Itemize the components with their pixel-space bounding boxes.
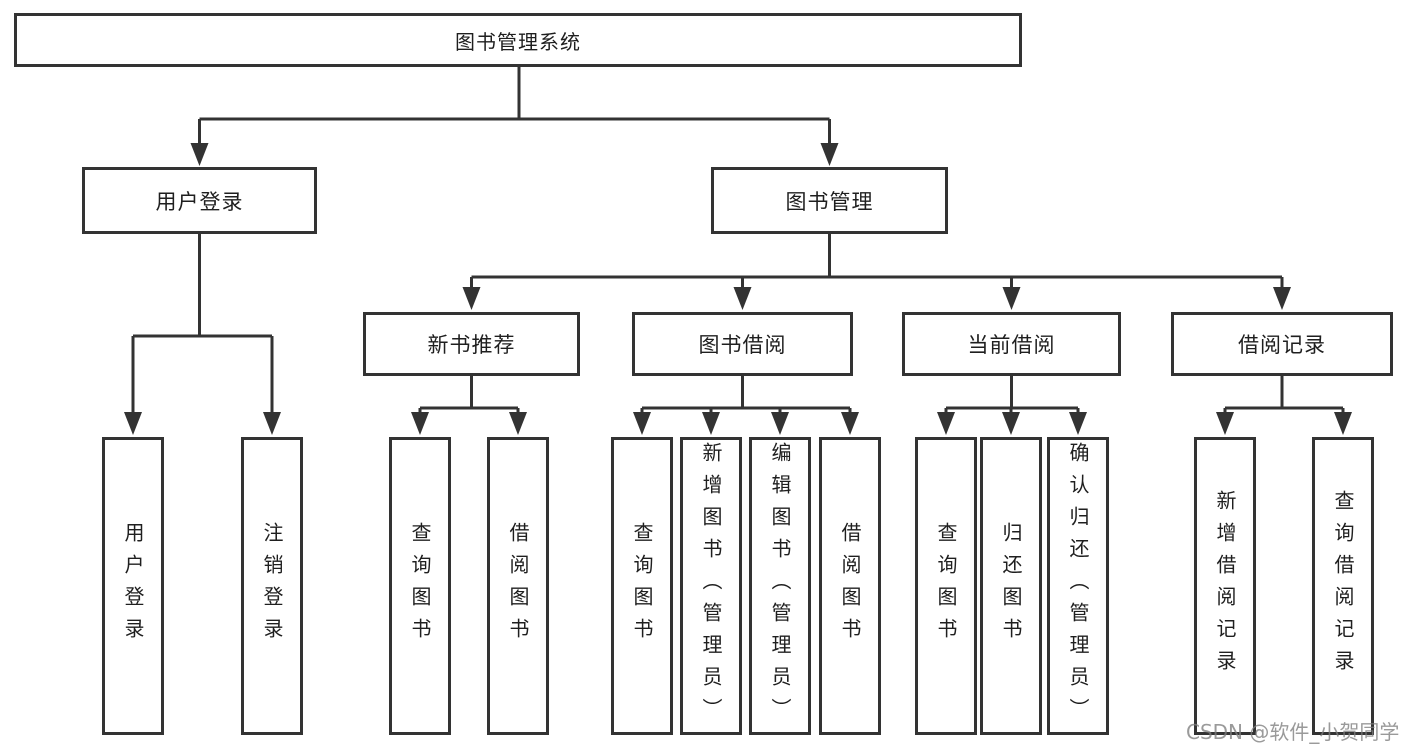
leaf-query-books-recommend-label: 查询图书 — [408, 522, 432, 650]
leaf-add-book-admin-label: 新增图书（管理员） — [699, 442, 723, 730]
node-book-management: 图书管理 — [711, 167, 948, 234]
leaf-return-book: 归还图书 — [980, 437, 1042, 735]
leaf-user-login: 用户登录 — [102, 437, 164, 735]
leaf-query-books-borrowing: 查询图书 — [611, 437, 673, 735]
leaf-add-book-admin: 新增图书（管理员） — [680, 437, 742, 735]
leaf-confirm-return-admin: 确认归还（管理员） — [1047, 437, 1109, 735]
leaf-query-borrowing-record-label: 查询借阅记录 — [1331, 490, 1355, 682]
leaf-user-login-label: 用户登录 — [121, 522, 145, 650]
node-root: 图书管理系统 — [14, 13, 1022, 67]
leaf-query-books-current-label: 查询图书 — [934, 522, 958, 650]
leaf-logout: 注销登录 — [241, 437, 303, 735]
leaf-add-borrowing-record-label: 新增借阅记录 — [1213, 490, 1237, 682]
leaf-borrow-books-recommend: 借阅图书 — [487, 437, 549, 735]
node-user-login: 用户登录 — [82, 167, 317, 234]
leaf-return-book-label: 归还图书 — [999, 522, 1023, 650]
leaf-query-books-borrowing-label: 查询图书 — [630, 522, 654, 650]
leaf-query-borrowing-record: 查询借阅记录 — [1312, 437, 1374, 735]
leaf-borrow-books-borrowing-label: 借阅图书 — [838, 522, 862, 650]
node-current-borrowing: 当前借阅 — [902, 312, 1121, 376]
node-book-borrowing: 图书借阅 — [632, 312, 853, 376]
leaf-add-borrowing-record: 新增借阅记录 — [1194, 437, 1256, 735]
leaf-query-books-current: 查询图书 — [915, 437, 977, 735]
arrowheads — [124, 143, 1352, 435]
leaf-edit-book-admin: 编辑图书（管理员） — [749, 437, 811, 735]
watermark-text: CSDN @软件_小贺同学 — [1186, 720, 1400, 744]
node-borrowing-records: 借阅记录 — [1171, 312, 1393, 376]
leaf-query-books-recommend: 查询图书 — [389, 437, 451, 735]
leaf-confirm-return-admin-label: 确认归还（管理员） — [1066, 442, 1090, 730]
leaf-logout-label: 注销登录 — [260, 522, 284, 650]
leaf-borrow-books-recommend-label: 借阅图书 — [506, 522, 530, 650]
leaf-borrow-books-borrowing: 借阅图书 — [819, 437, 881, 735]
leaf-edit-book-admin-label: 编辑图书（管理员） — [768, 442, 792, 730]
node-new-book-recommendation: 新书推荐 — [363, 312, 580, 376]
